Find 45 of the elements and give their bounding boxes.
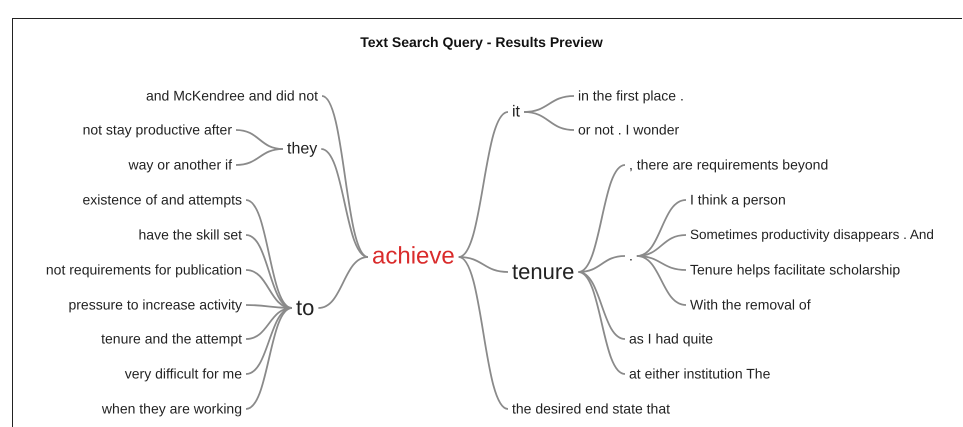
branch-line [636, 255, 686, 306]
branch-line [578, 255, 626, 273]
branch-line [246, 307, 292, 375]
tree-word: the desired end state that [512, 400, 670, 418]
tree-word: achieve [372, 242, 455, 272]
tree-word: and McKendree and did not [146, 88, 318, 104]
branch-line [322, 95, 368, 258]
branch-line [578, 271, 626, 340]
tree-word: it [512, 102, 520, 122]
branch-line [578, 164, 626, 273]
chart-title: Text Search Query - Results Preview [359, 34, 604, 50]
branch-line [246, 199, 292, 309]
tree-word: tenure [512, 258, 574, 286]
tree-word: when they are working [102, 400, 242, 418]
branch-line [246, 307, 292, 410]
tree-word: have the skill set [138, 226, 242, 244]
branch-line [524, 111, 574, 131]
tree-word: . [629, 248, 633, 264]
tree-word: not stay productive after [82, 122, 232, 138]
tree-word: they [287, 139, 318, 159]
branch-line [458, 111, 508, 258]
branch-line [236, 148, 284, 166]
tree-word: pressure to increase activity [68, 296, 242, 314]
tree-word: or not . I wonder [578, 122, 680, 138]
tree-word: I think a person [690, 192, 786, 208]
tree-word: tenure and the attempt [101, 330, 242, 348]
tree-word: very difficult for me [124, 366, 242, 382]
tree-word: to [296, 294, 314, 322]
tree-word: at either institution The [629, 366, 770, 382]
branch-line [320, 148, 368, 258]
branch-line [458, 256, 508, 410]
tree-word: not requirements for publication [46, 262, 242, 278]
tree-word: Sometimes productivity disappears . And [690, 226, 934, 244]
branch-line [458, 256, 508, 273]
tree-word: in the first place . [578, 88, 684, 104]
tree-word: With the removal of [690, 296, 811, 314]
tree-word: existence of and attempts [82, 192, 242, 208]
tree-word: , there are requirements beyond [629, 156, 828, 174]
branch-line [636, 255, 686, 271]
tree-word: Tenure helps facilitate scholarship [690, 262, 900, 278]
branch-line [318, 256, 368, 309]
tree-word: as I had quite [629, 330, 714, 348]
branch-line [578, 271, 626, 375]
tree-word: way or another if [128, 156, 232, 174]
branch-line [246, 234, 292, 309]
